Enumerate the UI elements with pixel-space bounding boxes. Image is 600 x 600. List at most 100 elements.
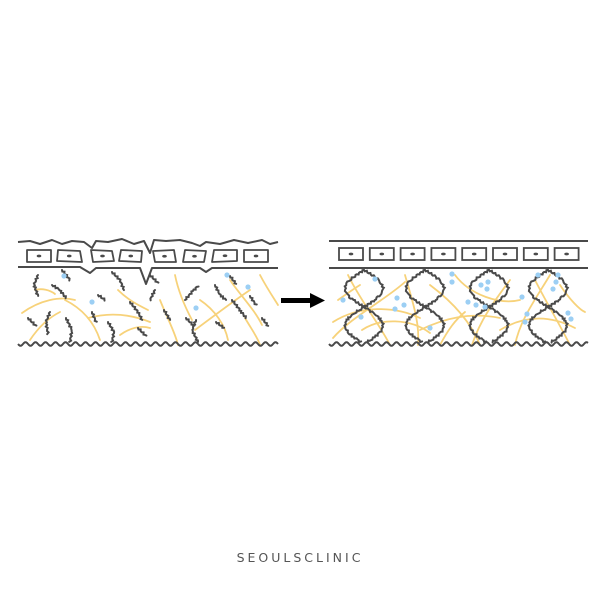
elastin-fiber [259,274,279,306]
moisture-dot [519,294,525,300]
moisture-dot [394,295,400,301]
moisture-dot [392,306,398,312]
cell-nucleus [66,254,72,258]
damaged-skin-cell [211,249,238,263]
moisture-dot [485,279,491,285]
cell-nucleus [502,252,508,256]
broken-collagen-fragment [107,321,116,343]
cell-nucleus [348,252,354,256]
cell-nucleus [533,252,539,256]
elastin-fiber [194,289,251,331]
broken-collagen-fragment [111,271,125,292]
before-elastin-fibers [21,274,279,346]
cell-nucleus [222,254,228,258]
broken-collagen-fragment [249,295,258,306]
broken-collagen-fragment [184,285,200,301]
moisture-dot [553,279,559,285]
skin-cell [461,247,488,261]
moisture-dot [465,299,471,305]
broken-collagen-fragment [129,301,144,321]
elastin-fiber [29,311,61,341]
damaged-skin-cell [56,249,83,263]
moisture-dot [401,302,407,308]
moisture-dot [427,325,433,331]
after-elastin-fibers [332,274,586,346]
collagen-helix-strand [404,269,447,344]
moisture-dot [484,286,490,292]
broken-collagen-fragment [27,317,38,327]
moisture-dot [473,302,479,308]
elastin-fiber [337,284,361,301]
cell-nucleus [192,254,197,258]
moisture-dot [524,311,530,317]
broken-collagen-fragment [97,294,106,302]
damaged-skin-cell [243,249,269,263]
brand-wordmark: SEOULSCLINIC [236,550,364,565]
broken-collagen-fragment [163,309,172,321]
damaged-skin-cell [26,249,52,263]
cell-nucleus [162,254,167,258]
before-moisture-dots [61,272,251,311]
cell-nucleus [471,252,477,256]
cell-nucleus [379,252,385,256]
broken-collagen-fragment [44,311,51,336]
after-epidermis-layer [329,240,588,269]
moisture-dot [89,299,95,305]
cell-nucleus [410,252,415,256]
after-collagen-fibers [343,269,570,344]
broken-collagen-fragment [149,289,156,302]
elastin-fiber [534,279,571,346]
moisture-dot [565,310,571,316]
moisture-dot [245,284,251,290]
moisture-dot [193,305,199,311]
elastin-fiber [21,297,76,314]
moisture-dot [568,316,574,322]
moisture-dot [550,286,556,292]
broken-collagen-fragment [65,317,74,343]
skin-cell [492,247,518,261]
skin-cell [338,247,364,261]
damaged-epidermis-bottom [18,266,278,285]
moisture-dot [449,279,455,285]
collagen-helix-strand [343,269,386,344]
damaged-skin-cell [90,249,115,263]
after-panel [328,240,589,347]
broken-collagen-fragment [137,327,148,337]
broken-collagen-fragment [231,299,247,320]
elastin-fiber [559,284,586,313]
elastin-fiber [174,274,193,321]
broken-collagen-fragment [51,284,67,300]
elastin-fiber [429,284,481,346]
collagen-helix-strand [527,269,570,344]
elastin-fiber [514,274,551,346]
elastin-fiber [454,274,521,303]
moisture-dot [522,319,528,325]
before-base-wave [17,341,279,347]
elastin-fiber [229,279,263,326]
damaged-skin-cell [182,249,207,263]
collagen-helix-strand [527,269,570,344]
moisture-dot [340,297,346,303]
cell-nucleus [128,254,134,258]
broken-collagen-fragment [215,321,226,329]
broken-collagen-fragment [214,284,228,301]
damaged-skin-cell [118,249,143,263]
elastin-fiber [119,325,151,336]
moisture-dot [372,276,378,282]
cell-nucleus [253,254,259,258]
skin-cell [430,247,457,261]
broken-collagen-fragment [149,274,160,284]
right-arrow-icon [281,293,325,308]
before-panel [17,238,279,347]
moisture-dot [482,304,488,310]
moisture-dot [535,272,541,278]
elastin-fiber [199,299,229,341]
cell-nucleus [100,254,105,258]
broken-collagen-fragment [261,317,270,327]
skin-cell [553,247,580,261]
elastin-fiber [34,288,56,295]
elastin-fiber [361,320,431,334]
skin-cell [368,247,395,261]
broken-collagen-fragment [191,319,199,343]
